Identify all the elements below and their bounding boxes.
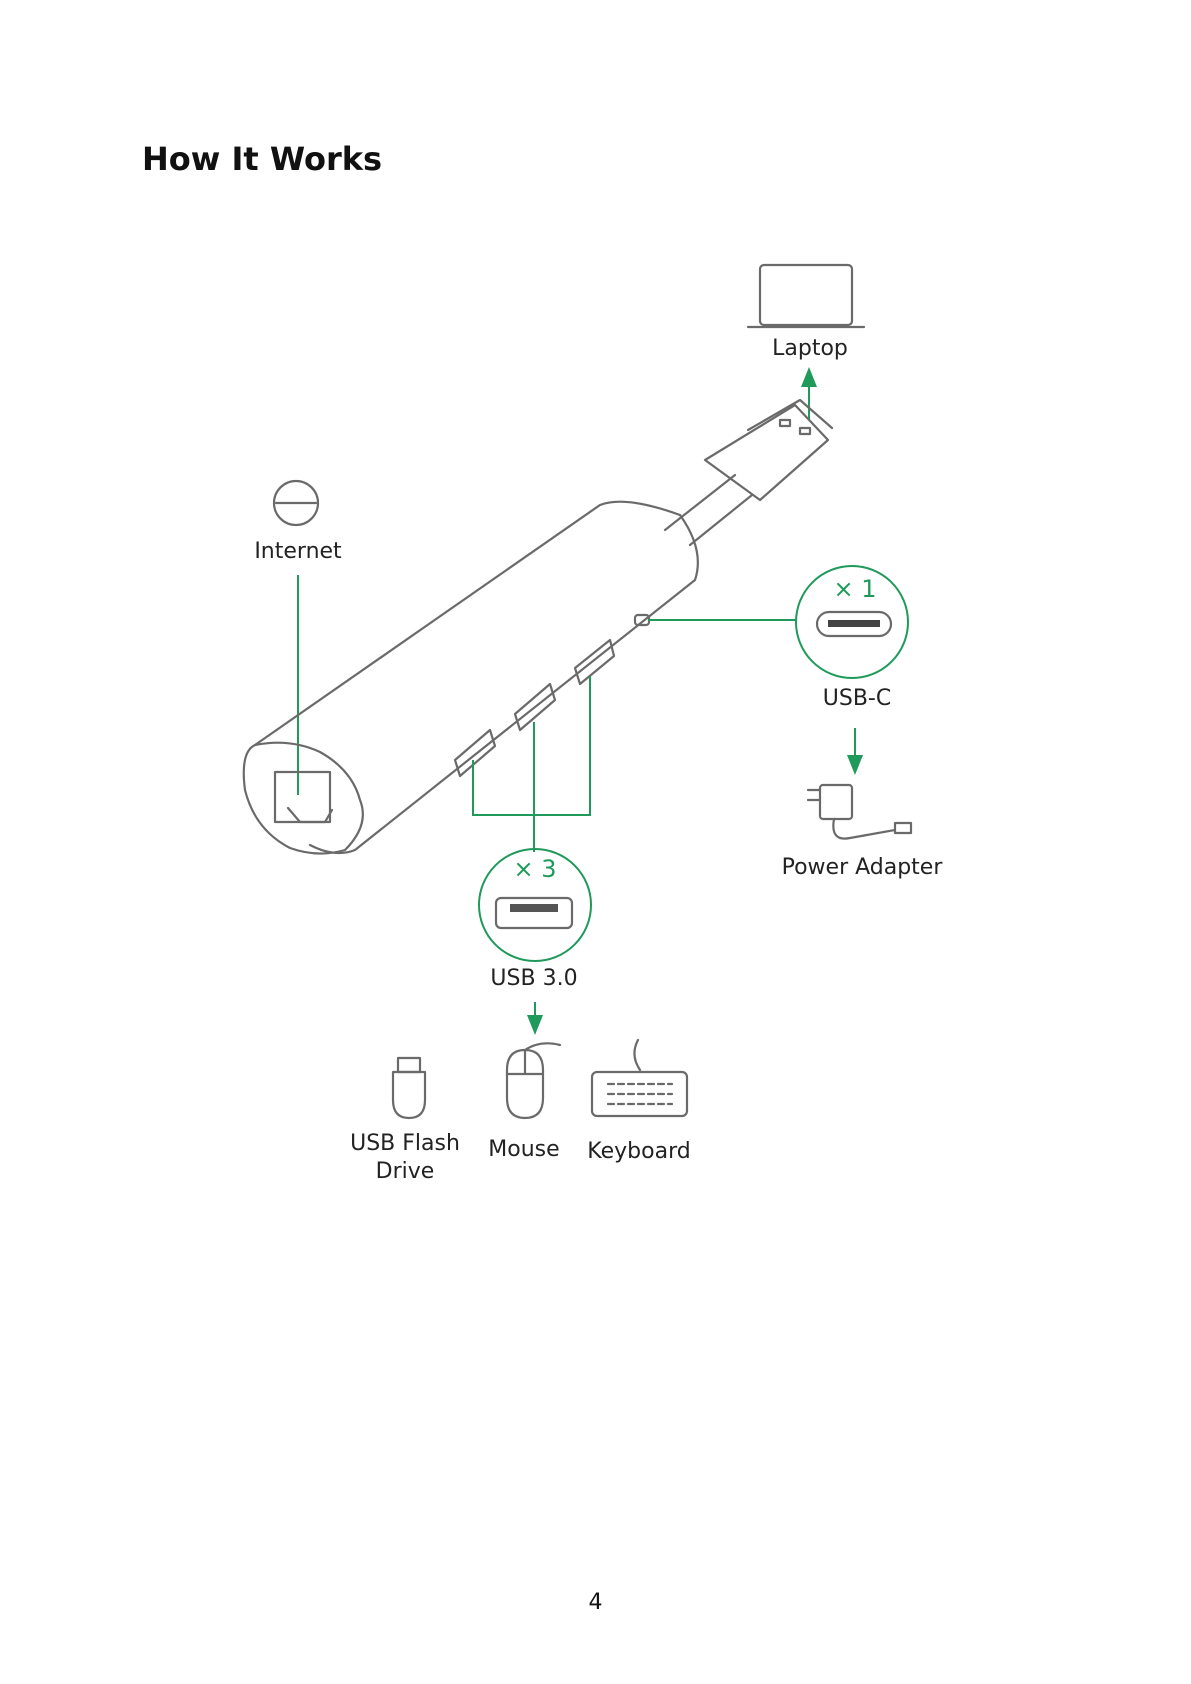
usb-flash-drive-icon: [393, 1058, 425, 1118]
power-adapter-icon: [808, 785, 911, 839]
usb-c-label: USB-C: [823, 686, 891, 711]
power-adapter-label: Power Adapter: [782, 855, 944, 880]
laptop-label: Laptop: [772, 336, 848, 361]
mouse-label: Mouse: [488, 1137, 559, 1162]
usb-c-count: × 1: [833, 575, 876, 603]
internet-icon: [274, 481, 318, 525]
keyboard-icon: [592, 1040, 687, 1116]
usb-flash-label-line2: Drive: [376, 1159, 435, 1184]
usb3-label: USB 3.0: [490, 966, 577, 991]
usb3-count: × 3: [513, 855, 556, 883]
usb-hub-icon: [244, 400, 832, 854]
usb-flash-label-line1: USB Flash: [350, 1131, 460, 1156]
internet-label: Internet: [254, 539, 342, 564]
usb-a-port-icon: [496, 898, 572, 928]
usb3-connector-lines: [473, 676, 590, 852]
mouse-icon: [507, 1043, 560, 1118]
laptop-icon: [748, 265, 864, 327]
page-number: 4: [0, 1590, 1191, 1615]
keyboard-label: Keyboard: [587, 1139, 690, 1164]
